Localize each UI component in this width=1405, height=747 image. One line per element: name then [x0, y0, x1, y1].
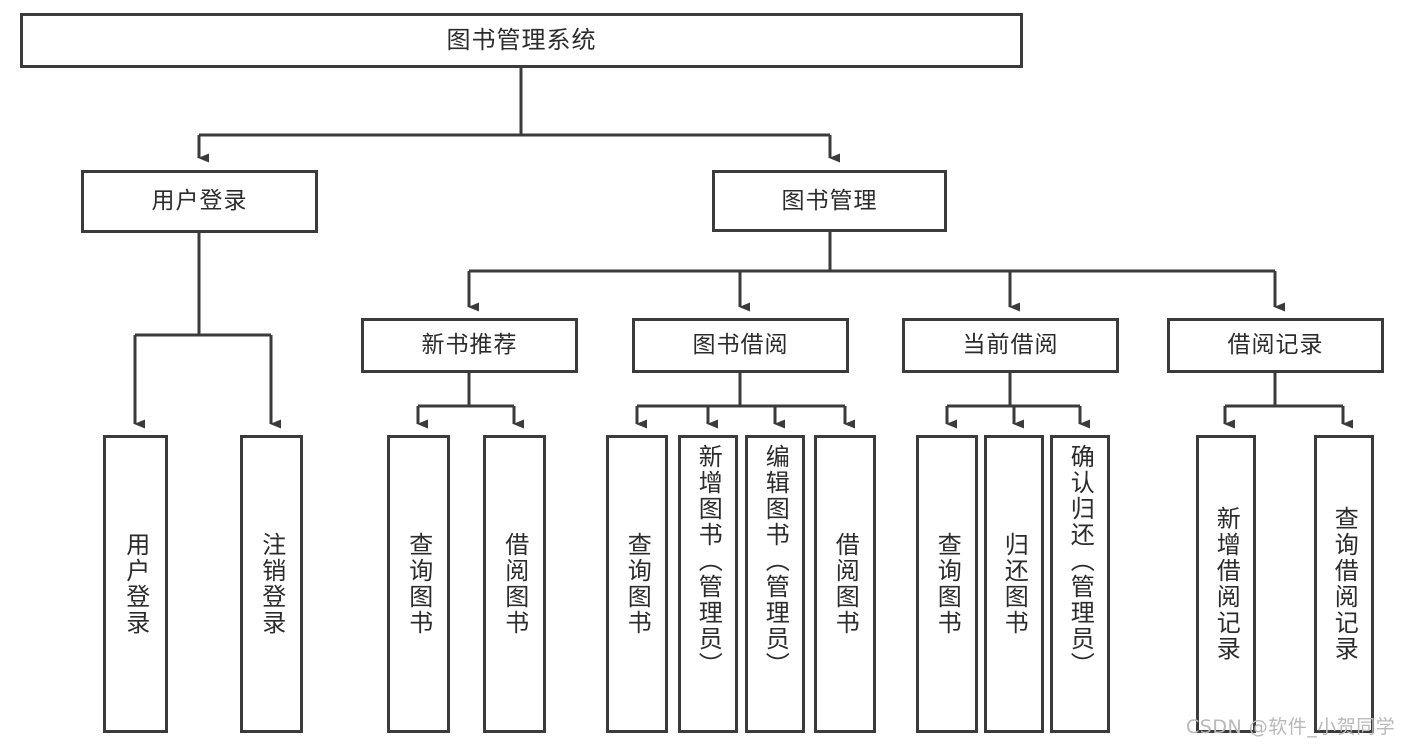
- leaf-query-book-recommend[interactable]: 查询图书: [387, 435, 450, 733]
- node-current-borrow[interactable]: 当前借阅: [902, 318, 1119, 373]
- node-label: 归还图书: [1000, 532, 1029, 636]
- node-label: 查询借阅记录: [1330, 506, 1359, 662]
- node-label: 借阅图书: [500, 532, 529, 636]
- node-label: 图书借阅: [692, 332, 789, 359]
- leaf-query-book-borrow[interactable]: 查询图书: [606, 435, 668, 733]
- node-label: 新增图书（管理员）: [694, 444, 723, 678]
- node-label: 新书推荐: [421, 332, 518, 359]
- leaf-borrow-book[interactable]: 借阅图书: [814, 435, 876, 733]
- node-user-login[interactable]: 用户登录: [81, 170, 318, 233]
- node-borrow-record[interactable]: 借阅记录: [1167, 318, 1384, 373]
- leaf-return-book[interactable]: 归还图书: [984, 435, 1044, 733]
- node-label: 借阅图书: [831, 532, 860, 636]
- watermark-text: CSDN @软件_小贺同学: [1186, 716, 1396, 738]
- node-label: 用户登录: [151, 188, 248, 215]
- node-label: 查询图书: [404, 532, 433, 636]
- leaf-confirm-return-admin[interactable]: 确认归还（管理员）: [1050, 435, 1110, 733]
- node-label: 借阅记录: [1227, 332, 1324, 359]
- node-label: 新增借阅记录: [1212, 506, 1241, 662]
- node-label: 用户登录: [121, 532, 150, 636]
- node-label: 查询图书: [623, 532, 652, 636]
- leaf-query-book-current[interactable]: 查询图书: [916, 435, 978, 733]
- leaf-edit-book-admin[interactable]: 编辑图书（管理员）: [745, 435, 805, 733]
- node-label: 查询图书: [933, 532, 962, 636]
- node-label: 图书管理: [781, 187, 878, 214]
- leaf-add-borrow-record[interactable]: 新增借阅记录: [1196, 435, 1256, 733]
- node-label: 确认归还（管理员）: [1066, 444, 1095, 678]
- node-root-system[interactable]: 图书管理系统: [20, 13, 1023, 68]
- node-book-management[interactable]: 图书管理: [712, 170, 947, 232]
- leaf-borrow-book-recommend[interactable]: 借阅图书: [483, 435, 546, 733]
- node-label: 图书管理系统: [446, 25, 597, 54]
- node-new-book-recommend[interactable]: 新书推荐: [361, 318, 578, 373]
- node-label: 当前借阅: [962, 332, 1059, 359]
- node-label: 编辑图书（管理员）: [761, 444, 790, 678]
- leaf-add-book-admin[interactable]: 新增图书（管理员）: [678, 435, 738, 733]
- leaf-user-login[interactable]: 用户登录: [103, 435, 168, 733]
- leaf-logout[interactable]: 注销登录: [240, 435, 303, 733]
- leaf-query-borrow-record[interactable]: 查询借阅记录: [1314, 435, 1374, 733]
- node-label: 注销登录: [257, 532, 286, 636]
- node-book-borrow[interactable]: 图书借阅: [632, 318, 849, 373]
